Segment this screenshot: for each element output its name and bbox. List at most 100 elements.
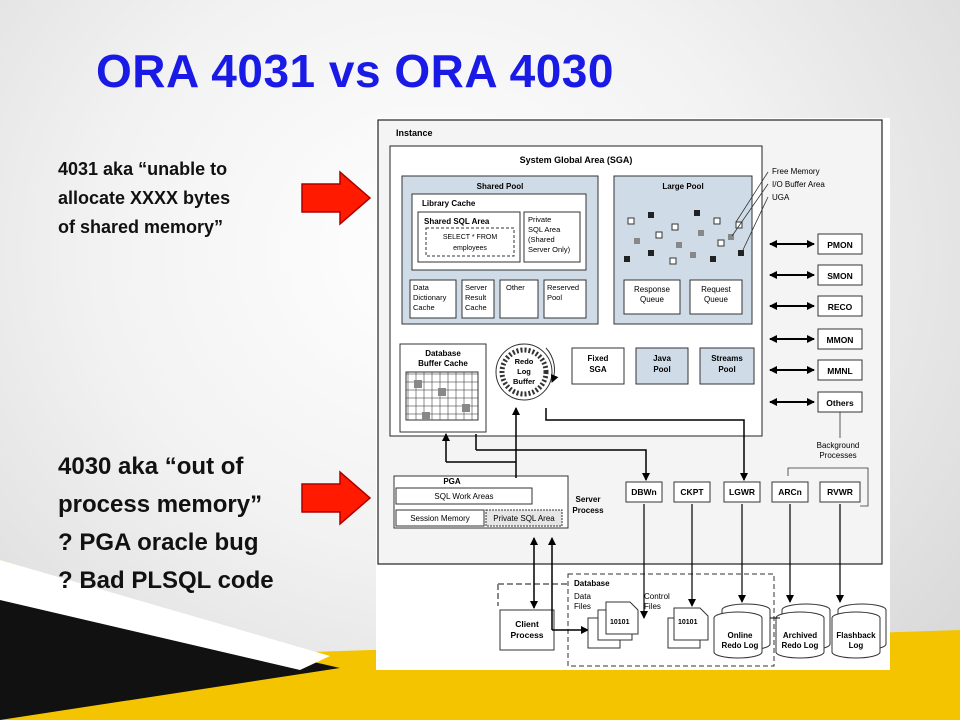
library-cache-label: Library Cache xyxy=(422,199,476,208)
reserved-pool-line: Reserved xyxy=(547,283,579,292)
background-label-line: Processes xyxy=(819,451,856,460)
smon-box: SMON xyxy=(827,271,853,281)
redo-buffer-line: Buffer xyxy=(513,377,535,386)
background-process-column xyxy=(769,233,863,413)
response-queue-line: Response xyxy=(634,285,671,294)
private-sql-line: SQL Area xyxy=(528,225,561,234)
note-4030: 4030 aka “out of process memory” ? PGA o… xyxy=(58,448,378,600)
response-queue-line: Queue xyxy=(640,295,665,304)
server-process-line: Process xyxy=(572,506,604,515)
flashback-log-line: Flashback xyxy=(836,631,876,640)
legend-io-buffer: I/O Buffer Area xyxy=(772,180,825,189)
sql-line-1: SELECT * FROM xyxy=(443,234,497,241)
pga-label: PGA xyxy=(443,477,461,486)
server-result-line: Result xyxy=(465,293,487,302)
pmon-box: PMON xyxy=(827,240,853,250)
private-sql-area-box xyxy=(523,211,581,263)
data-dict-line: Cache xyxy=(413,303,435,312)
java-pool-line: Java xyxy=(653,354,671,363)
data-dict-line: Data xyxy=(413,283,430,292)
server-result-line: Server xyxy=(465,283,488,292)
others-box: Others xyxy=(826,398,854,408)
session-memory-label: Session Memory xyxy=(410,514,470,523)
server-result-cache-box xyxy=(461,279,495,319)
note-4031: 4031 aka “unable to allocate XXXX bytes … xyxy=(58,155,298,242)
note-4030-line: ? PGA oracle bug xyxy=(58,529,259,556)
white-accent-stripe xyxy=(0,560,330,670)
client-process-line: Client xyxy=(515,619,539,629)
arrow-right-icon xyxy=(301,170,372,226)
shared-sql-area-label: Shared SQL Area xyxy=(424,217,490,226)
control-files-line: Files xyxy=(644,602,661,611)
database-label: Database xyxy=(574,579,610,588)
streams-pool-line: Pool xyxy=(718,365,735,374)
control-files-icon xyxy=(667,607,709,649)
ckpt-box xyxy=(673,481,711,503)
control-files-line: Control xyxy=(644,592,670,601)
sga-label: System Global Area (SGA) xyxy=(520,155,633,165)
buffer-cache-line: Buffer Cache xyxy=(418,359,468,368)
online-redo-line: Redo Log xyxy=(722,641,759,650)
fixed-sga-line: SGA xyxy=(589,365,607,374)
flashback-log-line: Log xyxy=(849,641,864,650)
private-sql-line: Private xyxy=(528,215,551,224)
data-dictionary-cache-box xyxy=(409,279,457,319)
memory-legend: Free Memory I/O Buffer Area UGA xyxy=(731,167,825,253)
data-files-line: Files xyxy=(574,602,591,611)
large-pool-memory-squares xyxy=(624,210,744,265)
slide-title: ORA 4031 vs ORA 4030 xyxy=(96,45,614,97)
arrow-right-icon xyxy=(301,470,372,526)
other-label: Other xyxy=(506,283,525,292)
lgwr-label: LGWR xyxy=(729,487,755,497)
large-pool-label: Large Pool xyxy=(662,182,703,191)
flashback-log-icon xyxy=(831,603,887,659)
streams-pool-line: Streams xyxy=(711,354,743,363)
oracle-architecture-diagram: Instance System Global Area (SGA) Shared… xyxy=(376,118,890,670)
archived-redo-line: Redo Log xyxy=(782,641,819,650)
background-label-line: Background xyxy=(817,441,860,450)
database-box xyxy=(567,573,775,667)
request-queue-box xyxy=(689,279,743,315)
redo-buffer-line: Redo xyxy=(515,357,534,366)
rvwr-box xyxy=(819,481,861,503)
reco-box: RECO xyxy=(828,302,853,312)
mmon-box: MMON xyxy=(827,335,854,345)
client-process-line: Process xyxy=(510,630,543,640)
arcn-box xyxy=(771,481,809,503)
fixed-sga-box xyxy=(571,347,625,385)
server-result-line: Cache xyxy=(465,303,487,312)
archived-redo-line: Archived xyxy=(783,631,817,640)
control-file-glyph: 10101 xyxy=(678,619,698,626)
shared-pool-label: Shared Pool xyxy=(477,182,524,191)
data-file-glyph: 10101 xyxy=(610,619,630,626)
archived-redo-log-icon xyxy=(775,603,831,659)
ckpt-label: CKPT xyxy=(680,487,704,497)
private-sql-line: (Shared xyxy=(528,235,555,244)
black-accent-shape xyxy=(0,590,340,720)
note-4031-line: 4031 aka “unable to xyxy=(58,159,228,179)
note-4030-line: 4030 aka “out of xyxy=(58,453,244,480)
private-sql-line: Server Only) xyxy=(528,245,571,254)
note-4030-line: process memory” xyxy=(58,491,263,518)
note-4031-line: allocate XXXX bytes xyxy=(58,188,231,208)
instance-label: Instance xyxy=(396,128,433,138)
data-files-icon xyxy=(587,601,639,649)
note-4031-line: of shared memory” xyxy=(58,217,224,237)
online-redo-line: Online xyxy=(728,631,753,640)
note-4030-line: ? Bad PLSQL code xyxy=(58,567,274,594)
dbwn-label: DBWn xyxy=(631,487,657,497)
rvwr-label: RVWR xyxy=(827,487,853,497)
private-sql-area-pga-label: Private SQL Area xyxy=(493,514,555,523)
redo-buffer-line: Log xyxy=(517,367,531,376)
session-memory-box xyxy=(395,509,485,527)
online-redo-log-icon xyxy=(713,603,771,659)
response-queue-box xyxy=(623,279,681,315)
sql-work-areas-box xyxy=(395,487,533,505)
server-process-line: Server xyxy=(576,495,601,504)
fixed-sga-line: Fixed xyxy=(588,354,609,363)
private-sql-area-pga-box xyxy=(485,509,563,527)
sql-statement-box xyxy=(425,227,515,257)
legend-uga: UGA xyxy=(772,193,790,202)
request-queue-line: Request xyxy=(701,285,732,294)
